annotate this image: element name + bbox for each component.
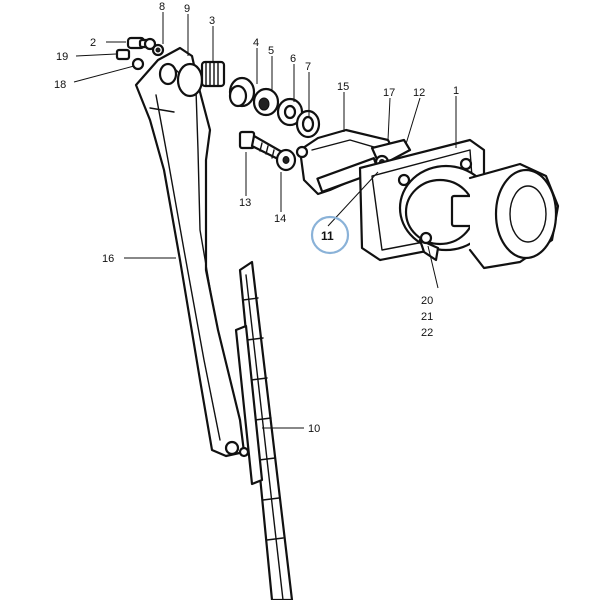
callout-21: 21: [421, 311, 433, 323]
callout-3: 3: [209, 15, 215, 27]
callout-15: 15: [337, 81, 349, 93]
callout-7: 7: [305, 61, 311, 73]
callout-labels: 2 19 18 8 9 3 4 5 6 7 15 17 12 1 13 14 1…: [54, 1, 459, 435]
spindle-stack: [200, 60, 321, 139]
wiper-motor: [358, 138, 560, 270]
callout-2: 2: [90, 37, 96, 49]
callout-5: 5: [268, 45, 274, 57]
highlight-circle: [310, 215, 350, 255]
bolt-and-washer: [238, 130, 297, 172]
fasteners-top-left: [115, 36, 165, 71]
callout-17: 17: [383, 87, 395, 99]
callout-8: 8: [159, 1, 165, 13]
callout-1: 1: [453, 85, 459, 97]
callout-16: 16: [102, 253, 114, 265]
wiper-arm: [134, 46, 250, 458]
callout-13: 13: [239, 197, 251, 209]
wiper-blade: [234, 260, 294, 600]
highlighted-part-callout: 11: [310, 215, 350, 255]
callout-10: 10: [308, 423, 320, 435]
callout-12: 12: [413, 87, 425, 99]
callout-14: 14: [274, 213, 286, 225]
callout-6: 6: [290, 53, 296, 65]
callout-20: 20: [421, 295, 433, 307]
callout-19: 19: [56, 51, 68, 63]
callout-18: 18: [54, 79, 66, 91]
callout-22: 22: [421, 327, 433, 339]
callout-4: 4: [253, 37, 259, 49]
callout-11: 11: [321, 229, 334, 243]
callout-9: 9: [184, 3, 190, 15]
